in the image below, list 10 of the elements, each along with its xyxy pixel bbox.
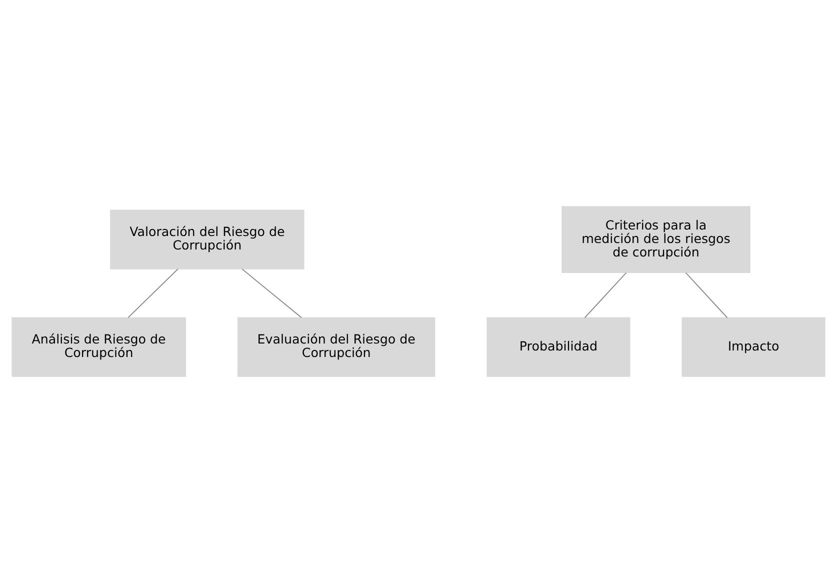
connector bbox=[128, 268, 178, 318]
connector bbox=[584, 272, 627, 318]
node-box: Análisis de Riesgo de Corrupción bbox=[12, 317, 186, 377]
connector bbox=[242, 268, 302, 318]
node-box: Probabilidad bbox=[486, 317, 630, 377]
node-box: Evaluación del Riesgo de Corrupción bbox=[237, 317, 436, 377]
node-box: Criterios para la medición de los riesgos de corrupción bbox=[562, 206, 750, 273]
node-box: Impacto bbox=[682, 317, 826, 377]
connector bbox=[685, 272, 728, 318]
node-box: Valoración del Riesgo de Corrupción bbox=[110, 210, 304, 270]
